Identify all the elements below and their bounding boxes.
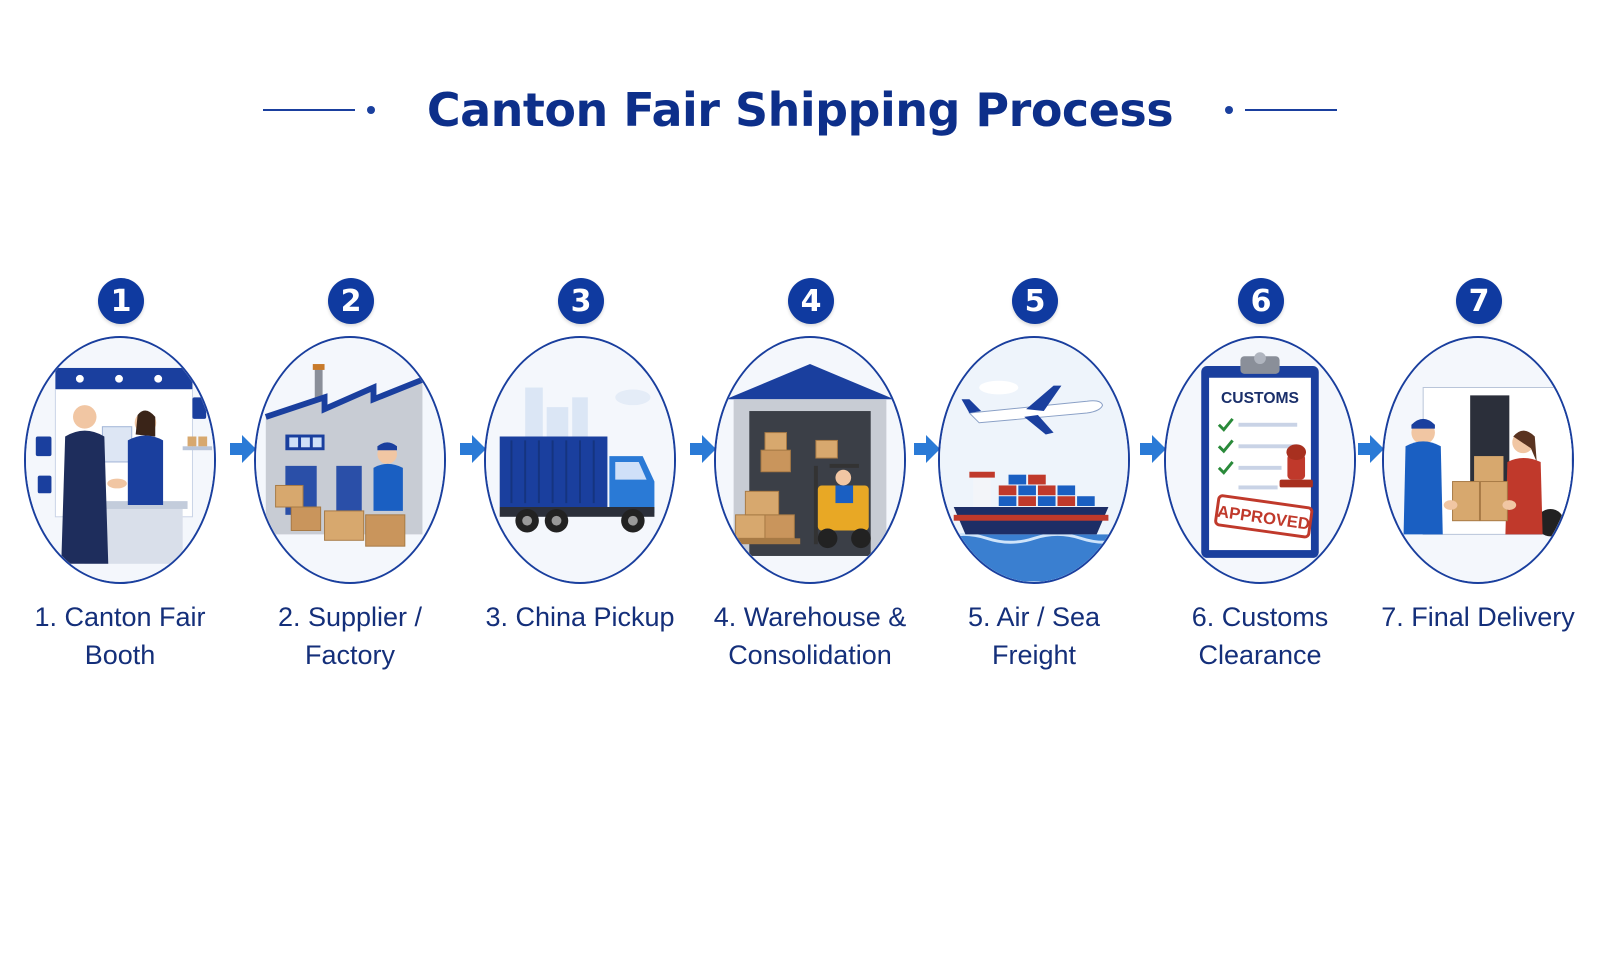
step-number-badge: 7 <box>1456 278 1502 324</box>
step-number-badge: 6 <box>1238 278 1284 324</box>
arrow-right-icon <box>690 435 716 463</box>
delivery-van-icon <box>1382 336 1574 584</box>
step-label: 1. Canton Fair Booth <box>34 602 206 670</box>
step-number-badge: 3 <box>558 278 604 324</box>
step-label: 2. Supplier / Factory <box>277 602 423 670</box>
step-number-badge: 4 <box>788 278 834 324</box>
step-label: 6. Customs Clearance <box>1191 602 1329 670</box>
trade-booth-handshake-icon <box>24 336 216 584</box>
title-rule-left <box>262 106 387 114</box>
customs-header: CUSTOMS <box>1221 390 1299 407</box>
factory-icon <box>254 336 446 584</box>
page-title: Canton Fair Shipping Process <box>426 83 1174 137</box>
step-label: 5. Air / Sea Freight <box>967 602 1101 670</box>
step-number-badge: 1 <box>98 278 144 324</box>
arrow-right-icon <box>1358 435 1384 463</box>
step-number-badge: 5 <box>1012 278 1058 324</box>
step-label: 3. China Pickup <box>485 602 675 632</box>
arrow-right-icon <box>460 435 486 463</box>
customs-clipboard-icon: CUSTOMS APPROVED <box>1164 336 1356 584</box>
arrow-right-icon <box>230 435 256 463</box>
arrow-right-icon <box>914 435 940 463</box>
step-number-badge: 2 <box>328 278 374 324</box>
warehouse-forklift-icon <box>714 336 906 584</box>
step-label: 4. Warehouse & Consolidation <box>713 602 907 670</box>
title-bar: Canton Fair Shipping Process <box>0 70 1600 150</box>
process-steps: 1 1. Canto <box>0 270 1600 710</box>
truck-icon <box>484 336 676 584</box>
plane-ship-icon <box>938 336 1130 584</box>
step-label: 7. Final Delivery <box>1381 602 1575 632</box>
arrow-right-icon <box>1140 435 1166 463</box>
title-rule-right <box>1213 106 1338 114</box>
